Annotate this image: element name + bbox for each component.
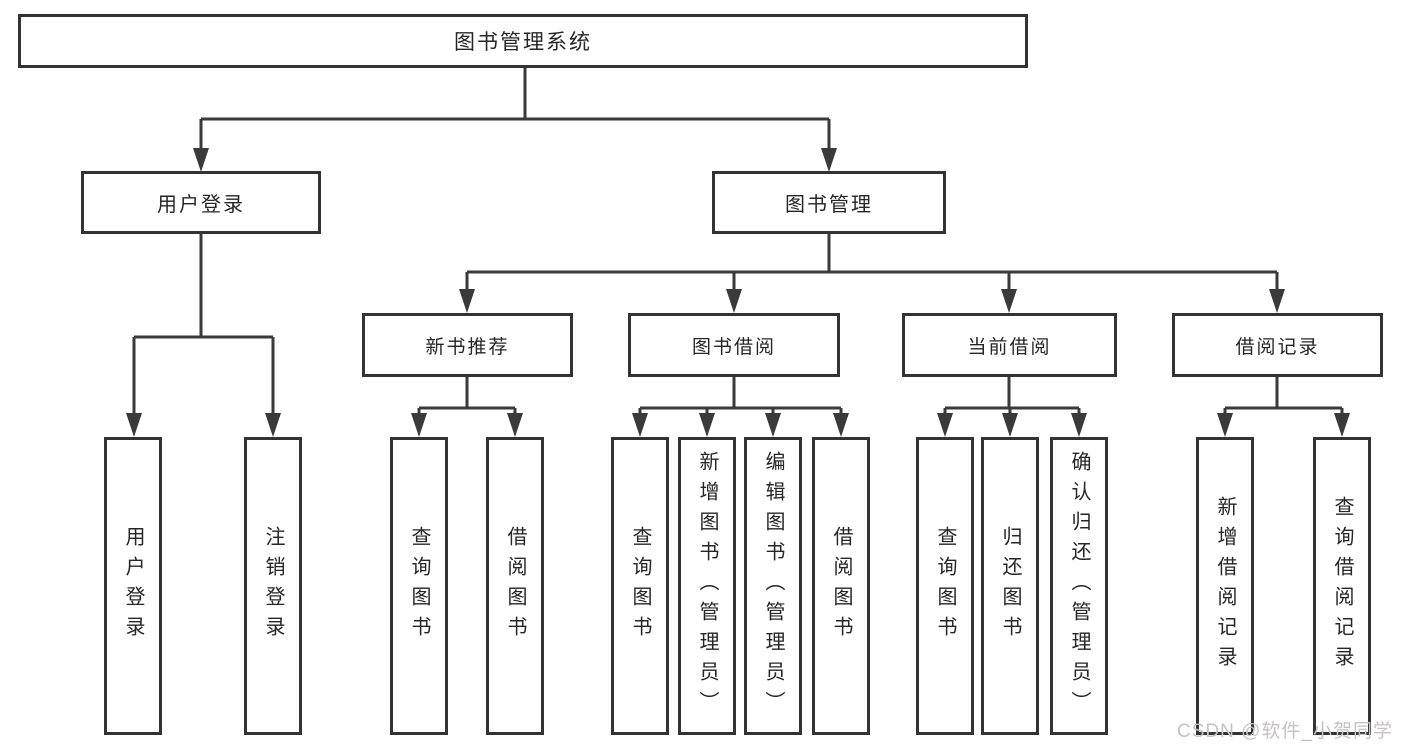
node-current-borrowing-label: 当前借阅: [967, 336, 1052, 358]
node-book-management-label: 图书管理: [785, 194, 873, 216]
watermark: CSDN @软件_小贺同学: [1177, 721, 1393, 742]
connector-book-management-to-children: [459, 234, 1285, 313]
leaf-query-books-current-label: 查询图书: [934, 526, 956, 646]
leaf-borrow-books-recommend: 借阅图书: [486, 437, 544, 735]
leaf-logout: 注销登录: [244, 437, 302, 735]
node-book-borrowing: 图书借阅: [628, 313, 840, 377]
leaf-add-borrow-record: 新增借阅记录: [1196, 437, 1254, 735]
leaf-add-book-admin-label: 新增图书（管理员）: [696, 451, 718, 721]
leaf-add-book-admin: 新增图书（管理员）: [678, 437, 736, 735]
node-borrowing-records-label: 借阅记录: [1235, 336, 1320, 358]
node-borrowing-records: 借阅记录: [1172, 313, 1383, 377]
node-book-management: 图书管理: [712, 171, 946, 234]
leaf-logout-label: 注销登录: [262, 526, 284, 646]
node-root-label: 图书管理系统: [454, 31, 592, 54]
node-current-borrowing: 当前借阅: [902, 313, 1117, 377]
connector-book-borrowing-to-children: [632, 377, 849, 437]
leaf-borrow-books-borrowing: 借阅图书: [812, 437, 870, 735]
leaf-user-login-label: 用户登录: [122, 526, 144, 646]
leaf-edit-book-admin-label: 编辑图书（管理员）: [762, 451, 784, 721]
leaf-query-books-recommend: 查询图书: [390, 437, 448, 735]
leaf-return-book-label: 归还图书: [999, 526, 1021, 646]
connector-root-to-branches: [193, 68, 837, 172]
leaf-query-borrow-record: 查询借阅记录: [1313, 437, 1371, 735]
node-user-login-label: 用户登录: [157, 194, 245, 216]
leaf-add-borrow-record-label: 新增借阅记录: [1214, 496, 1236, 676]
node-book-borrowing-label: 图书借阅: [691, 336, 776, 358]
leaf-borrow-books-recommend-label: 借阅图书: [504, 526, 526, 646]
leaf-query-borrow-record-label: 查询借阅记录: [1331, 496, 1353, 676]
node-new-book-recommendation: 新书推荐: [362, 313, 573, 377]
leaf-confirm-return-admin-label: 确认归还（管理员）: [1068, 451, 1090, 721]
leaf-query-books-recommend-label: 查询图书: [408, 526, 430, 646]
leaf-confirm-return-admin: 确认归还（管理员）: [1050, 437, 1108, 735]
connector-new-book-recommendation-to-children: [411, 377, 523, 437]
node-root: 图书管理系统: [18, 14, 1028, 68]
leaf-edit-book-admin: 编辑图书（管理员）: [744, 437, 802, 735]
node-new-book-recommendation-label: 新书推荐: [425, 336, 510, 358]
connector-borrowing-records-to-children: [1217, 377, 1350, 437]
leaf-query-books-current: 查询图书: [916, 437, 974, 735]
node-user-login: 用户登录: [81, 171, 321, 234]
connector-current-borrowing-to-children: [937, 377, 1087, 437]
leaf-query-books-borrowing: 查询图书: [611, 437, 669, 735]
leaf-return-book: 归还图书: [981, 437, 1039, 735]
leaf-user-login: 用户登录: [104, 437, 162, 735]
leaf-query-books-borrowing-label: 查询图书: [629, 526, 651, 646]
connector-user-login-to-children: [126, 234, 281, 437]
leaf-borrow-books-borrowing-label: 借阅图书: [830, 526, 852, 646]
